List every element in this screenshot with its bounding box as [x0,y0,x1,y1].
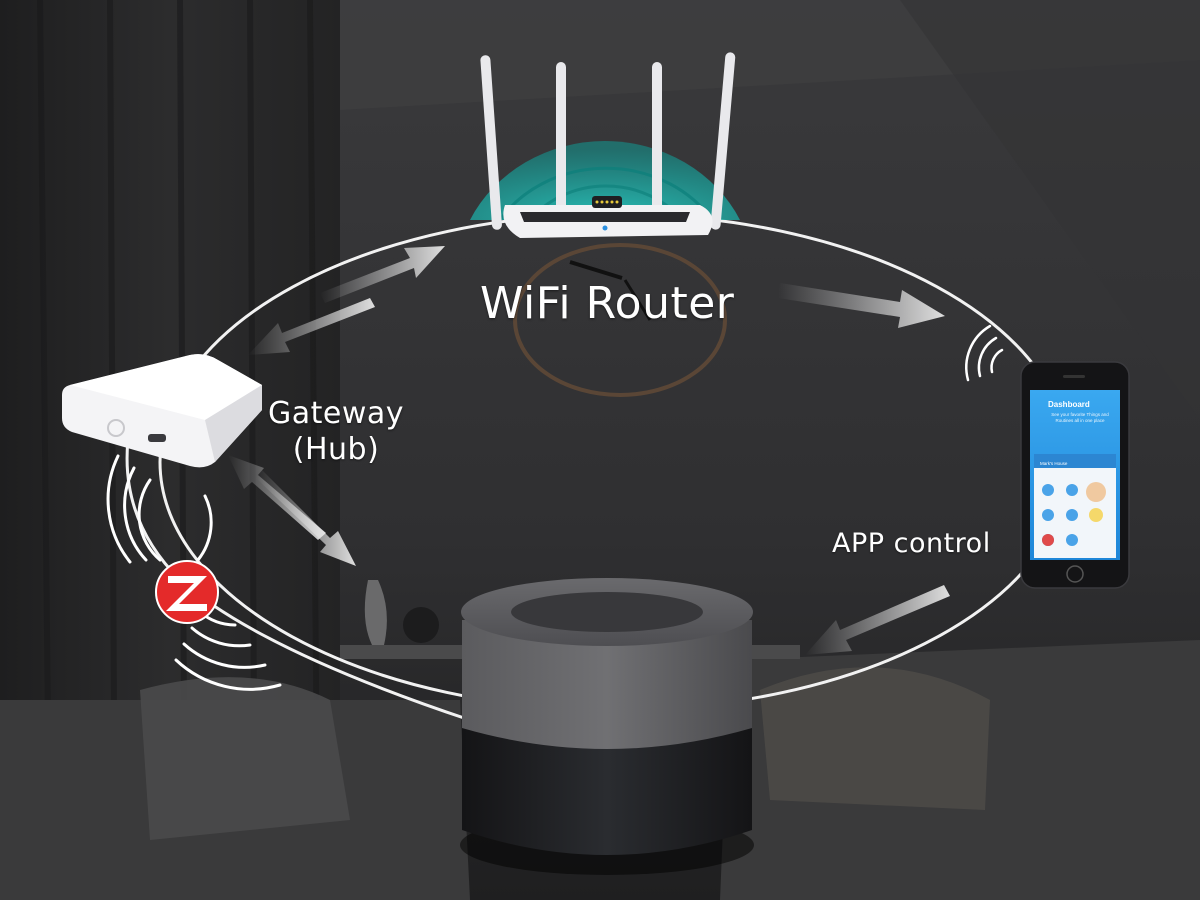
arrow-phone-to-device [805,585,950,655]
zigbee-logo-icon [155,560,219,624]
sofa-cushion [140,677,350,840]
clock-hand [623,279,652,321]
phone-dashboard-subtitle: See your favorite Things and Routines al… [1051,412,1109,423]
gateway-hub-icon [62,354,262,468]
wall-clock [513,243,727,397]
clock-hand [569,260,623,280]
arrow-hub-to-router [320,246,445,303]
router-label: WiFi Router [480,278,735,329]
phone-house-header: Mark's House [1040,461,1068,466]
wall-shade [900,0,1200,420]
arrow-router-to-phone [778,283,945,328]
vase [364,580,387,645]
gateway-label-line2: (Hub) [292,432,380,467]
wifi-router-icon [470,52,740,238]
phone-wireless-signal-icon [965,324,1004,382]
phone-dashboard-title: Dashboard [1048,400,1090,409]
smart-device-icon [460,578,754,875]
smartphone-icon [1020,361,1130,589]
gateway-label-line1: Gateway [268,396,405,431]
decor-bowl [403,607,439,643]
gateway-label: Gateway (Hub) [268,396,404,468]
pillow [760,667,990,810]
arrow-router-to-hub [248,298,375,355]
arrow-device-to-hub [228,455,326,540]
wireless-signal-icon [106,454,282,691]
app-control-label: APP control [832,528,991,559]
